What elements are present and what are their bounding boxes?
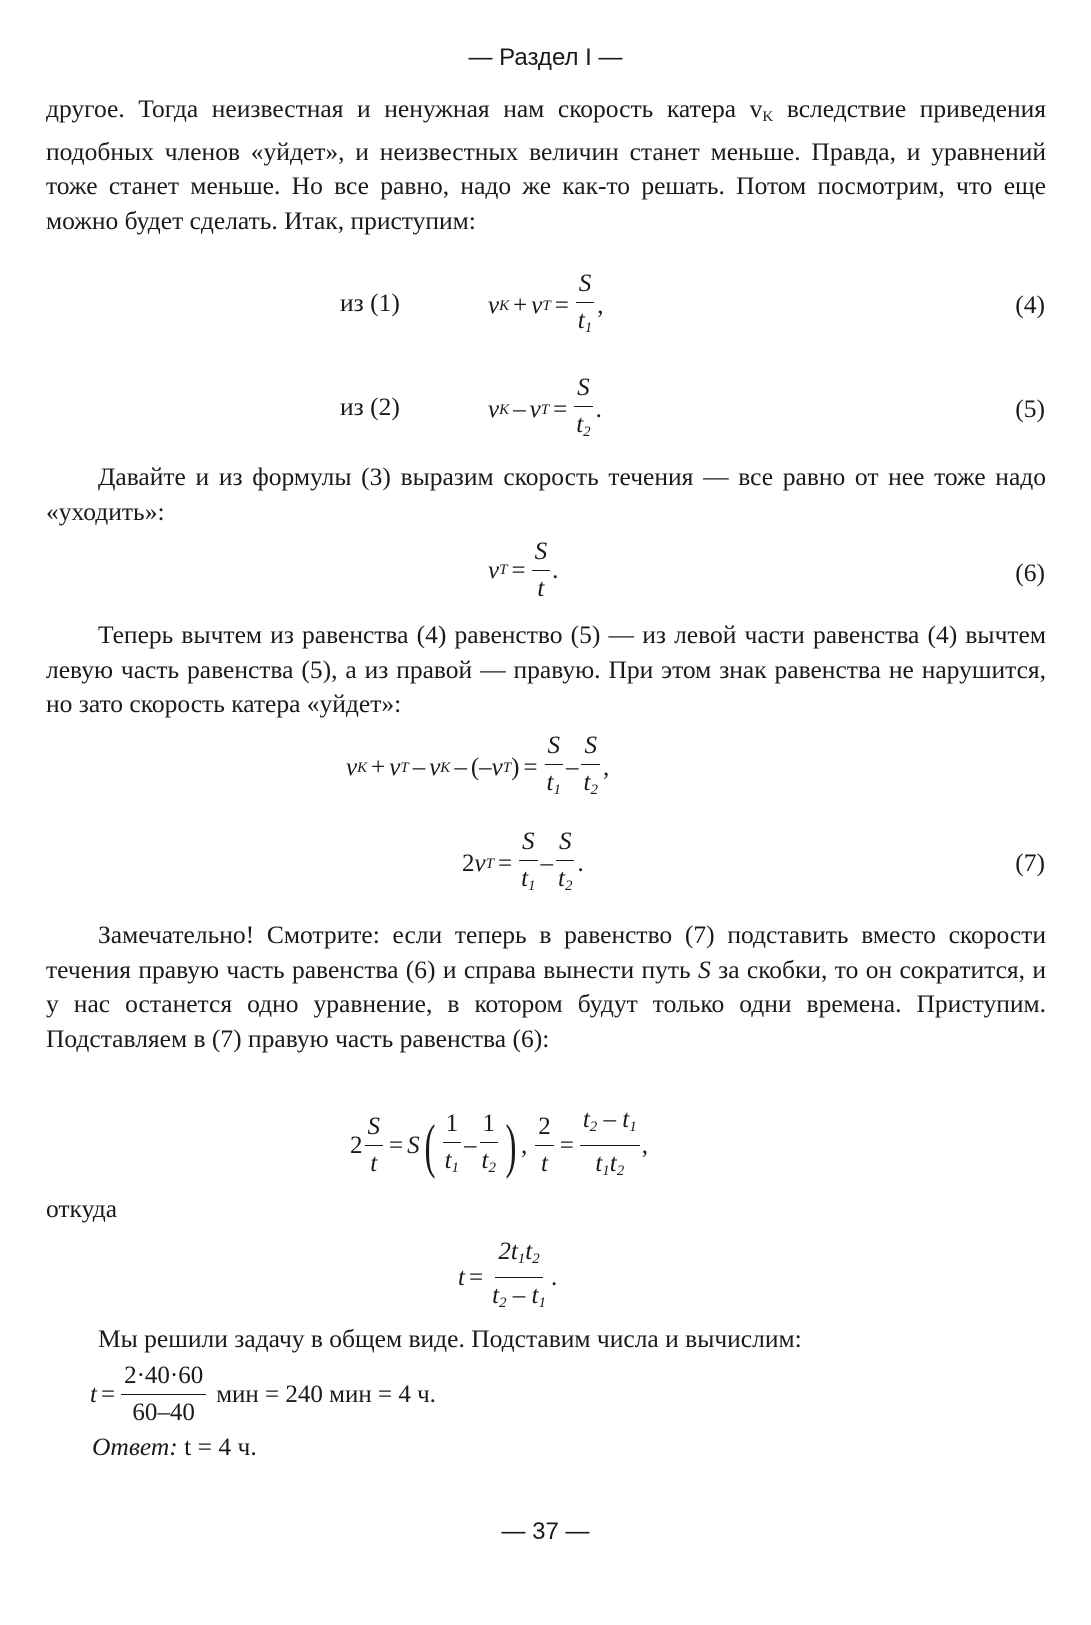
paragraph-current-speed: Давайте и из формулы (3) выразим скорост… [46,462,1046,526]
eq4-label: из (1) [340,288,400,317]
eq7-number: (7) [1015,848,1045,877]
word-otkuda: откуда [46,1194,118,1223]
paragraph-general-solution: Мы решили задачу в общем виде. Подставим… [98,1324,802,1353]
paragraph-subtract: Теперь вычтем из равенства (4) равенство… [46,620,1046,718]
paragraph-intro: другое. Тогда неизвестная и ненужная нам… [46,94,1046,235]
eq6-number: (6) [1015,558,1045,587]
answer: Ответ: t = 4 ч. [92,1432,257,1461]
page-number: — 37 — [501,1518,590,1545]
section-header: — Раздел I — [468,44,623,71]
paragraph-substitution: Замечательно! Смотрите: если теперь в ра… [46,920,1046,1053]
eq4-number: (4) [1015,290,1045,319]
eq5-number: (5) [1015,394,1045,423]
eq5-label: из (2) [340,392,400,421]
